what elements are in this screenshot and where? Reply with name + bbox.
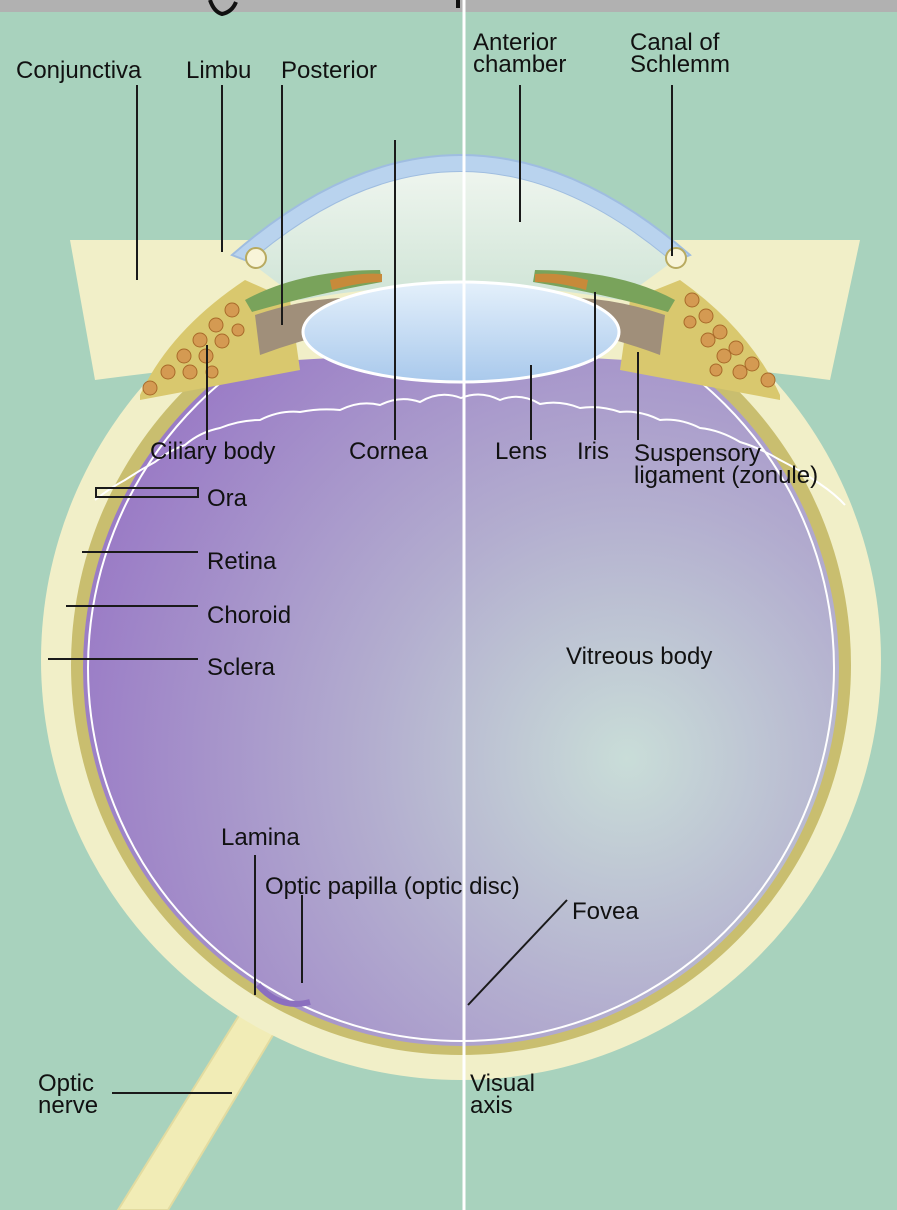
label-lamina: Lamina [221, 827, 300, 849]
label-ciliary-body: Ciliary body [150, 441, 275, 463]
label-anterior-chamber: Anterior chamber [473, 32, 566, 76]
label-posterior: Posterior [281, 60, 377, 82]
vitreous-shape [83, 290, 839, 1046]
label-ora: Ora [207, 488, 247, 510]
label-canal-of-schlemm: Canal of Schlemm [630, 32, 730, 76]
label-optic-nerve: Optic nerve [38, 1073, 98, 1117]
label-retina: Retina [207, 551, 276, 573]
label-choroid: Choroid [207, 605, 291, 627]
label-fovea: Fovea [572, 901, 639, 923]
label-visual-axis: Visual axis [470, 1073, 535, 1117]
label-optic-papilla: Optic papilla (optic disc) [265, 876, 520, 898]
label-sclera: Sclera [207, 657, 275, 679]
canal-of-schlemm-left [246, 248, 266, 268]
canal-of-schlemm-right [666, 248, 686, 268]
label-lens: Lens [495, 441, 547, 463]
label-iris: Iris [577, 441, 609, 463]
label-conjunctiva: Conjunctiva [16, 60, 141, 82]
label-cornea: Cornea [349, 441, 428, 463]
lens-shape [303, 282, 619, 382]
label-vitreous-body: Vitreous body [566, 646, 712, 668]
label-limbu: Limbu [186, 60, 251, 82]
top-band [0, 0, 897, 12]
label-suspensory-ligament: Suspensory ligament (zonule) [634, 443, 818, 487]
